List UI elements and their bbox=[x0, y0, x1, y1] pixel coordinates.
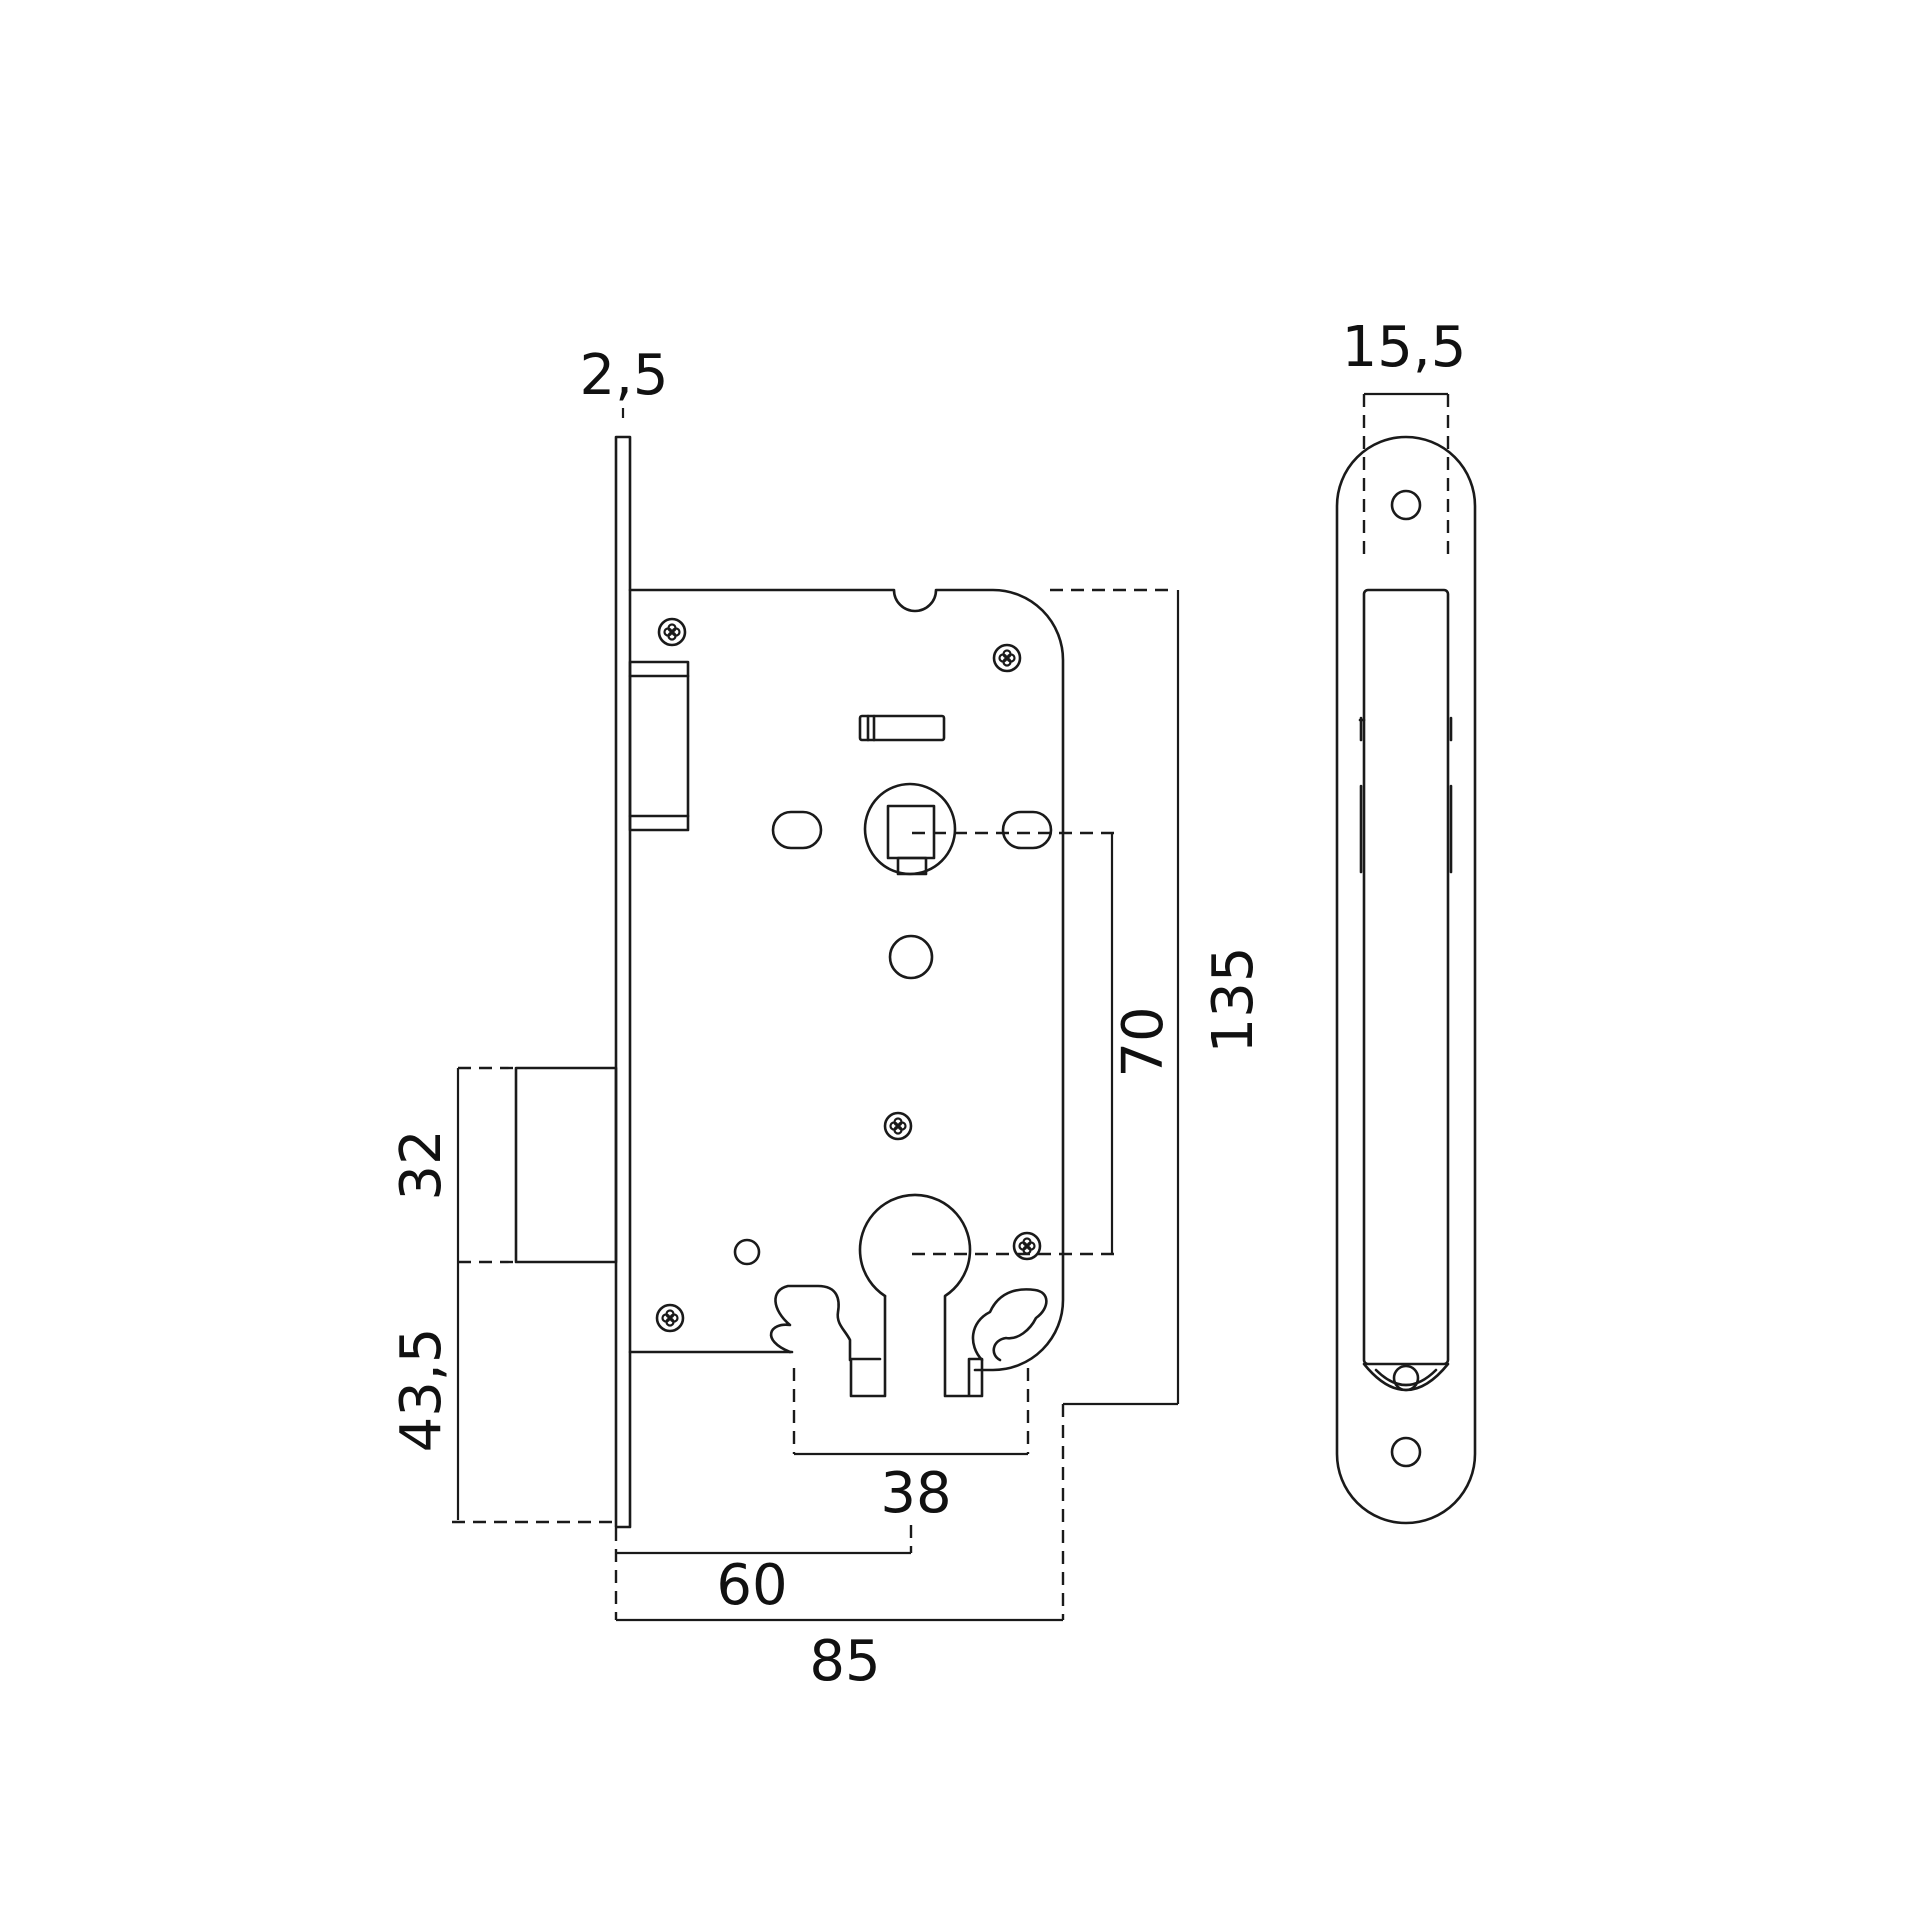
faceplate-outline bbox=[1335, 435, 1477, 1525]
dim-case-height: 135 bbox=[1201, 947, 1266, 1054]
dim-case-depth: 85 bbox=[809, 1629, 880, 1694]
screw-hole bbox=[1390, 1436, 1422, 1468]
dim-bolt-offset: 43,5 bbox=[389, 1328, 454, 1453]
lock-side-view bbox=[514, 435, 1065, 1529]
mounting-slot bbox=[771, 810, 823, 850]
lock-case bbox=[628, 588, 1065, 1372]
lock-slider bbox=[858, 714, 946, 742]
screw-icon bbox=[657, 617, 687, 647]
cylinder-cutout bbox=[858, 1193, 984, 1398]
screw-icon bbox=[1012, 1231, 1042, 1261]
dim-cylinder-width: 38 bbox=[880, 1461, 951, 1526]
dim-backset: 60 bbox=[716, 1553, 787, 1618]
screw-icon bbox=[655, 1303, 685, 1333]
faceplate-front-view bbox=[1335, 392, 1477, 1525]
dim-faceplate-thickness: 2,5 bbox=[579, 343, 668, 408]
dim-bolt-height: 32 bbox=[389, 1129, 454, 1200]
dead-bolt bbox=[514, 1066, 618, 1264]
dim-faceplate-width: 15,5 bbox=[1342, 315, 1467, 380]
screw-icon bbox=[992, 643, 1022, 673]
mounting-slot bbox=[1001, 810, 1053, 850]
round-hole bbox=[888, 934, 934, 980]
handle-follower bbox=[863, 782, 957, 876]
small-hole bbox=[733, 1238, 761, 1266]
dim-handle-to-cylinder: 70 bbox=[1111, 1006, 1176, 1077]
screw-icon bbox=[883, 1111, 913, 1141]
faceplate-edge bbox=[614, 435, 632, 1529]
dimension-lines bbox=[452, 408, 1180, 1622]
screw-hole bbox=[1390, 489, 1422, 521]
latch-bolt bbox=[628, 660, 690, 832]
latch-window bbox=[1362, 588, 1450, 1366]
